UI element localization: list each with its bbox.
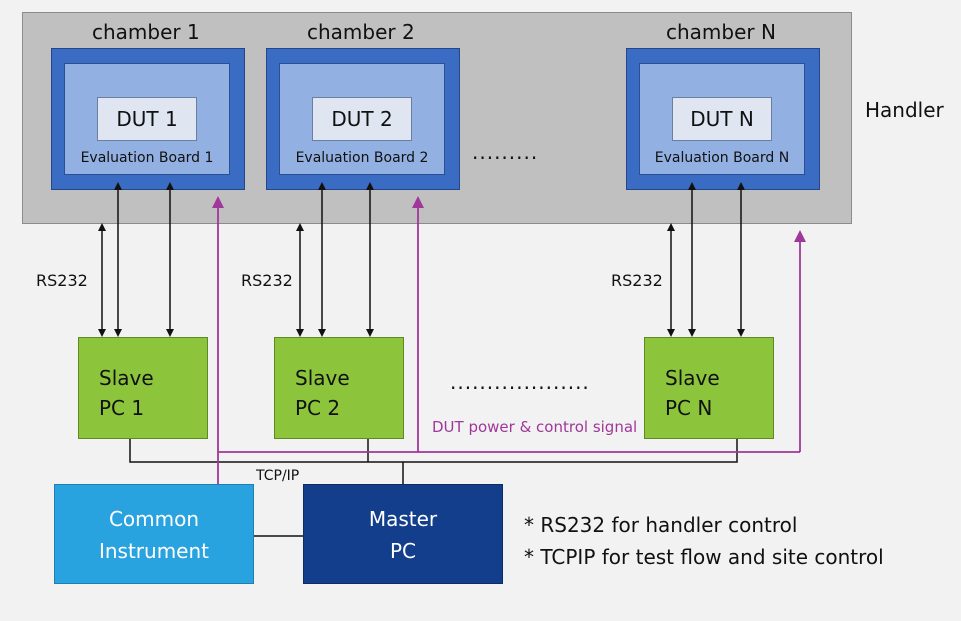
common-instrument-box: Common Instrument bbox=[54, 484, 254, 584]
note-tcpip: * TCPIP for test flow and site control bbox=[524, 545, 884, 569]
master-pc-box: Master PC bbox=[303, 484, 503, 584]
dut-n-box: DUT N bbox=[672, 97, 772, 141]
dut-signal-label: DUT power & control signal bbox=[432, 418, 638, 436]
slave-pc-1-line1: Slave bbox=[99, 366, 154, 390]
slave-pc-1: Slave PC 1 bbox=[78, 337, 208, 439]
tcpip-bus bbox=[129, 439, 738, 463]
dut-1-box: DUT 1 bbox=[97, 97, 197, 141]
slave-pc-n: Slave PC N bbox=[644, 337, 774, 439]
master-pc-line2: PC bbox=[389, 539, 417, 563]
master-pc-line1: Master bbox=[368, 507, 438, 531]
chamber-2-board-frame: DUT 2 Evaluation Board 2 bbox=[266, 48, 460, 190]
note-rs232: * RS232 for handler control bbox=[524, 513, 798, 537]
common-instrument-line1: Common bbox=[108, 507, 200, 531]
chamber-2-title: chamber 2 bbox=[307, 20, 415, 44]
handler-label: Handler bbox=[865, 98, 944, 122]
chamber-n-board-frame: DUT N Evaluation Board N bbox=[626, 48, 820, 190]
chamber-1-board-frame: DUT 1 Evaluation Board 1 bbox=[51, 48, 245, 190]
rs232-label-2: RS232 bbox=[241, 271, 293, 290]
chamber-ellipsis: ......... bbox=[472, 140, 539, 164]
slave-ellipsis: ................... bbox=[450, 370, 590, 394]
slave-pc-2: Slave PC 2 bbox=[274, 337, 404, 439]
slave-pc-2-line1: Slave bbox=[295, 366, 350, 390]
evaluation-board-1: DUT 1 Evaluation Board 1 bbox=[64, 63, 230, 175]
slave-pc-2-line2: PC 2 bbox=[295, 396, 341, 420]
evaluation-board-2-label: Evaluation Board 2 bbox=[295, 150, 429, 166]
evaluation-board-n: DUT N Evaluation Board N bbox=[639, 63, 805, 175]
dut-2-box: DUT 2 bbox=[312, 97, 412, 141]
slave-pc-n-line2: PC N bbox=[665, 396, 713, 420]
evaluation-board-n-label: Evaluation Board N bbox=[654, 150, 790, 166]
rs232-label-1: RS232 bbox=[36, 271, 88, 290]
slave-pc-n-line1: Slave bbox=[665, 366, 720, 390]
chamber-n-title: chamber N bbox=[666, 20, 776, 44]
evaluation-board-1-label: Evaluation Board 1 bbox=[80, 150, 214, 166]
chamber-1-title: chamber 1 bbox=[92, 20, 200, 44]
tcpip-label: TCP/IP bbox=[256, 468, 300, 484]
evaluation-board-2: DUT 2 Evaluation Board 2 bbox=[279, 63, 445, 175]
common-instrument-line2: Instrument bbox=[98, 539, 210, 563]
rs232-label-n: RS232 bbox=[611, 271, 663, 290]
slave-pc-1-line2: PC 1 bbox=[99, 396, 145, 420]
